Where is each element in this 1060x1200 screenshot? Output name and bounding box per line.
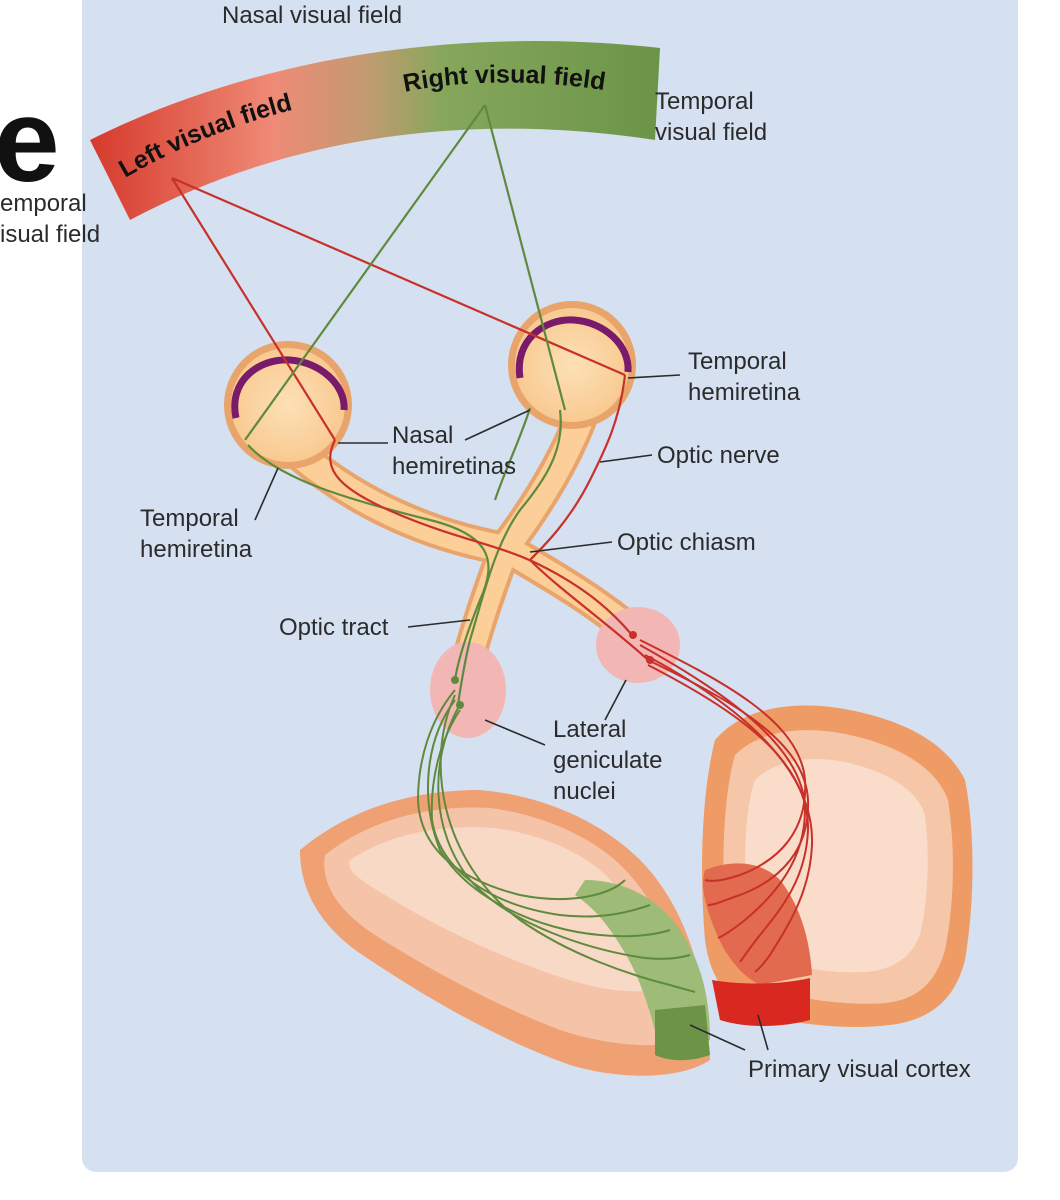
green-fiber-temporal-left <box>247 444 490 681</box>
optic-nerve-label: Optic nerve <box>657 442 780 469</box>
leader-temporal-hemiretina-left <box>254 467 279 521</box>
clipped-heading-fragment: e <box>0 75 60 207</box>
green-optic-radiation <box>416 689 696 993</box>
primary-visual-cortex-label: Primary visual cortex <box>748 1056 971 1083</box>
leader-temporal-hemiretina-right <box>627 374 681 379</box>
leader-lgn-right <box>604 679 627 721</box>
red-fiber-nasal-left <box>329 439 633 636</box>
optic-chiasm-label: Optic chiasm <box>617 529 756 556</box>
optic-tract-label: Optic tract <box>279 614 389 641</box>
left-lateral-geniculate-nucleus <box>430 642 506 738</box>
left-eye <box>224 341 352 469</box>
temporal-hemiretina-right-label: Temporal hemiretina <box>688 348 801 406</box>
left-field-ray-to-left-eye <box>171 177 336 441</box>
lateral-geniculate-nuclei-label: Lateral geniculate nuclei <box>553 716 663 805</box>
temporal-visual-field-left-label: emporal isual field <box>0 190 101 248</box>
temporal-visual-field-right-label: Temporal visual field <box>655 88 768 146</box>
red-fiber-temporal-right <box>528 374 649 661</box>
temporal-hemiretina-left-label: Temporal hemiretina <box>140 505 253 563</box>
right-field-ray-to-right-eye <box>483 104 567 411</box>
nasal-visual-field-label: Nasal visual field <box>222 2 403 29</box>
leader-optic-tract <box>407 619 471 628</box>
right-lateral-geniculate-nucleus <box>596 607 680 683</box>
leader-lgn-left <box>484 719 546 746</box>
leader-primary-visual-cortex-right <box>757 1014 769 1051</box>
left-field-ray-to-right-eye <box>171 176 626 377</box>
red-optic-radiation <box>639 639 814 973</box>
left-retina <box>231 356 348 419</box>
leader-optic-nerve <box>599 454 653 463</box>
leader-primary-visual-cortex-left <box>689 1024 746 1051</box>
leader-nasal-hemiretinas-right <box>464 409 531 441</box>
leader-optic-chiasm <box>529 541 613 553</box>
visual-field-arc <box>90 41 660 220</box>
nasal-hemiretinas-label: Nasal hemiretinas <box>392 422 517 480</box>
right-retina <box>515 316 632 379</box>
right-field-ray-to-left-eye <box>244 104 486 441</box>
right-eye <box>508 301 636 429</box>
right-visual-cortex-region <box>703 863 812 985</box>
green-fiber-nasal-right <box>456 409 562 706</box>
